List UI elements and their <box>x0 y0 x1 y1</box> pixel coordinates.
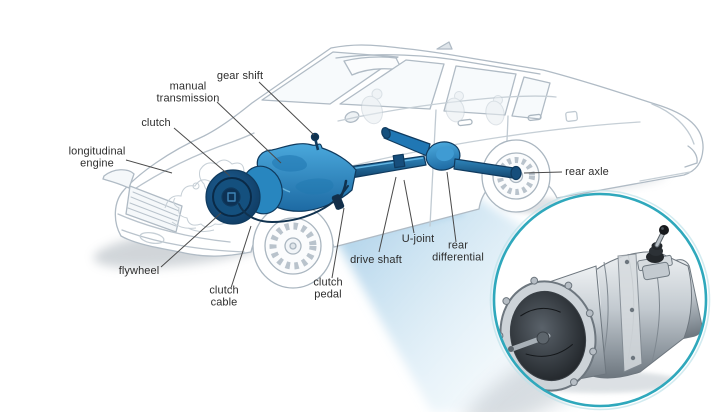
inset-shifter <box>637 225 673 281</box>
label-clutch: clutch <box>141 116 171 129</box>
clutch-cable-shape <box>238 185 349 224</box>
u-joint-shape <box>392 153 406 169</box>
front-wheel <box>252 203 334 289</box>
label-gear-shift: gear shift <box>216 69 264 82</box>
label-clutch-cable: clutch cable <box>209 284 239 309</box>
label-rear-axle: rear axle <box>565 165 609 178</box>
transmission-inset <box>462 189 711 412</box>
clutch-pedal-pad <box>331 194 345 210</box>
clutch-linkage <box>238 179 349 224</box>
label-u-joint: U-joint <box>401 232 435 245</box>
transmission-3d-render <box>495 225 703 396</box>
flywheel-shape <box>205 169 261 225</box>
label-manual-transmission: manual transmission <box>156 80 220 105</box>
label-clutch-pedal: clutch pedal <box>313 276 343 301</box>
drivetrain-highlight <box>205 127 522 225</box>
label-flywheel: flywheel <box>118 264 160 277</box>
interior-seats <box>361 88 505 126</box>
leader-lines <box>125 81 563 289</box>
label-longitudinal-engine: longitudinal engine <box>68 145 126 170</box>
label-rear-differential: rear differential <box>432 239 484 264</box>
gear-shift-shape <box>314 139 320 151</box>
label-drive-shaft: drive shaft <box>350 253 402 266</box>
inset-ring <box>492 192 708 408</box>
